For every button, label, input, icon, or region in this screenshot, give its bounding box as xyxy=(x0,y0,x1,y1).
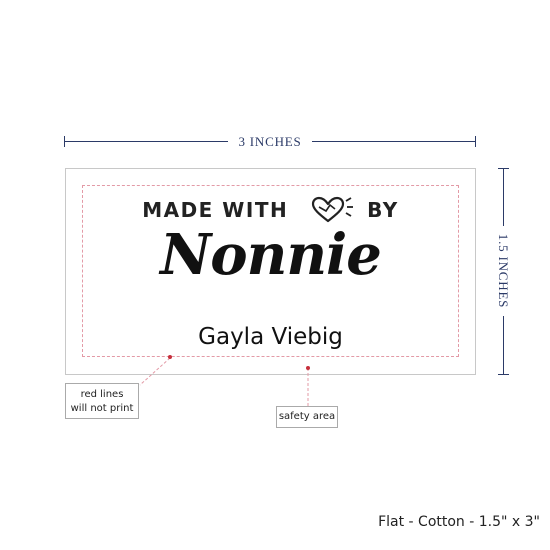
label-preview xyxy=(65,168,476,375)
width-dimension-label: 3 INCHES xyxy=(228,133,312,151)
height-dimension-tick-top xyxy=(498,168,509,169)
made-with-text: MADE WITH xyxy=(142,198,289,222)
width-dimension-tick-left xyxy=(64,136,65,147)
red-lines-callout: red lines will not print xyxy=(65,383,139,419)
safety-area-marker xyxy=(306,366,310,370)
heart-icon xyxy=(301,195,355,225)
script-name: Nonnie xyxy=(160,222,382,288)
safety-area-callout: safety area xyxy=(276,406,338,428)
height-dimension-tick-bottom xyxy=(498,374,509,375)
safety-area-text: safety area xyxy=(278,411,336,422)
made-with-line: MADE WITH BY xyxy=(65,195,476,225)
maker-name: Gayla Viebig xyxy=(198,324,343,350)
by-text: BY xyxy=(367,198,399,222)
product-caption: Flat - Cotton - 1.5" x 3" xyxy=(378,514,540,530)
red-lines-marker xyxy=(168,355,172,359)
red-lines-text-2: will not print xyxy=(70,403,134,414)
red-lines-text-1: red lines xyxy=(80,389,124,400)
safety-area-guide xyxy=(82,185,459,357)
width-dimension-tick-right xyxy=(475,136,476,147)
